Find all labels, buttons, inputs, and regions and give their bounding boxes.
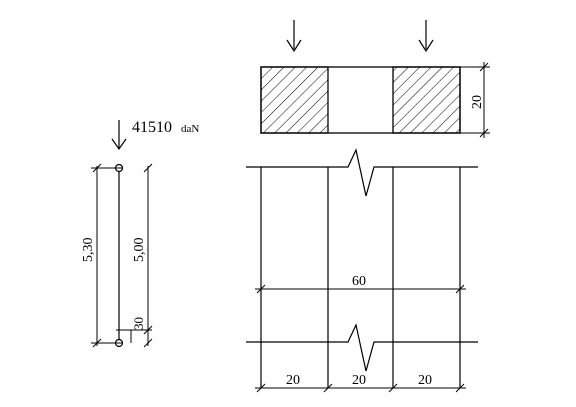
load-value: 41510 <box>132 119 172 136</box>
segment-left-label: 20 <box>286 373 300 388</box>
total-height-label: 5,30 <box>81 238 96 263</box>
load-unit: daN <box>181 123 199 135</box>
base-height-label: 30 <box>131 317 146 330</box>
dimension-total-width: 60 <box>255 274 466 294</box>
clear-height-label: 5,00 <box>132 238 147 263</box>
dimension-segments: 20 20 20 <box>255 373 466 393</box>
break-line-bottom <box>246 323 478 372</box>
section-thickness-label: 20 <box>470 95 485 109</box>
wall-elevation: 60 20 20 20 <box>246 148 478 393</box>
dimension-clear-height: 5,00 <box>116 163 153 348</box>
load-arrow-right-icon <box>418 20 434 53</box>
segment-right-label: 20 <box>418 373 432 388</box>
segment-middle-label: 20 <box>352 373 366 388</box>
total-width-label: 60 <box>352 274 366 289</box>
load-arrow-left-icon <box>286 20 302 53</box>
column-elevation: 41510 daN 5,30 5,00 30 <box>81 119 199 348</box>
hatched-flange-right <box>392 66 461 134</box>
break-line-top <box>246 148 478 197</box>
cross-section: 20 <box>260 20 490 138</box>
dimension-total-height: 5,30 <box>81 163 122 348</box>
hatched-flange-left <box>260 66 329 134</box>
dimension-section-thickness: 20 <box>460 62 490 138</box>
load-arrow-icon <box>111 120 127 151</box>
